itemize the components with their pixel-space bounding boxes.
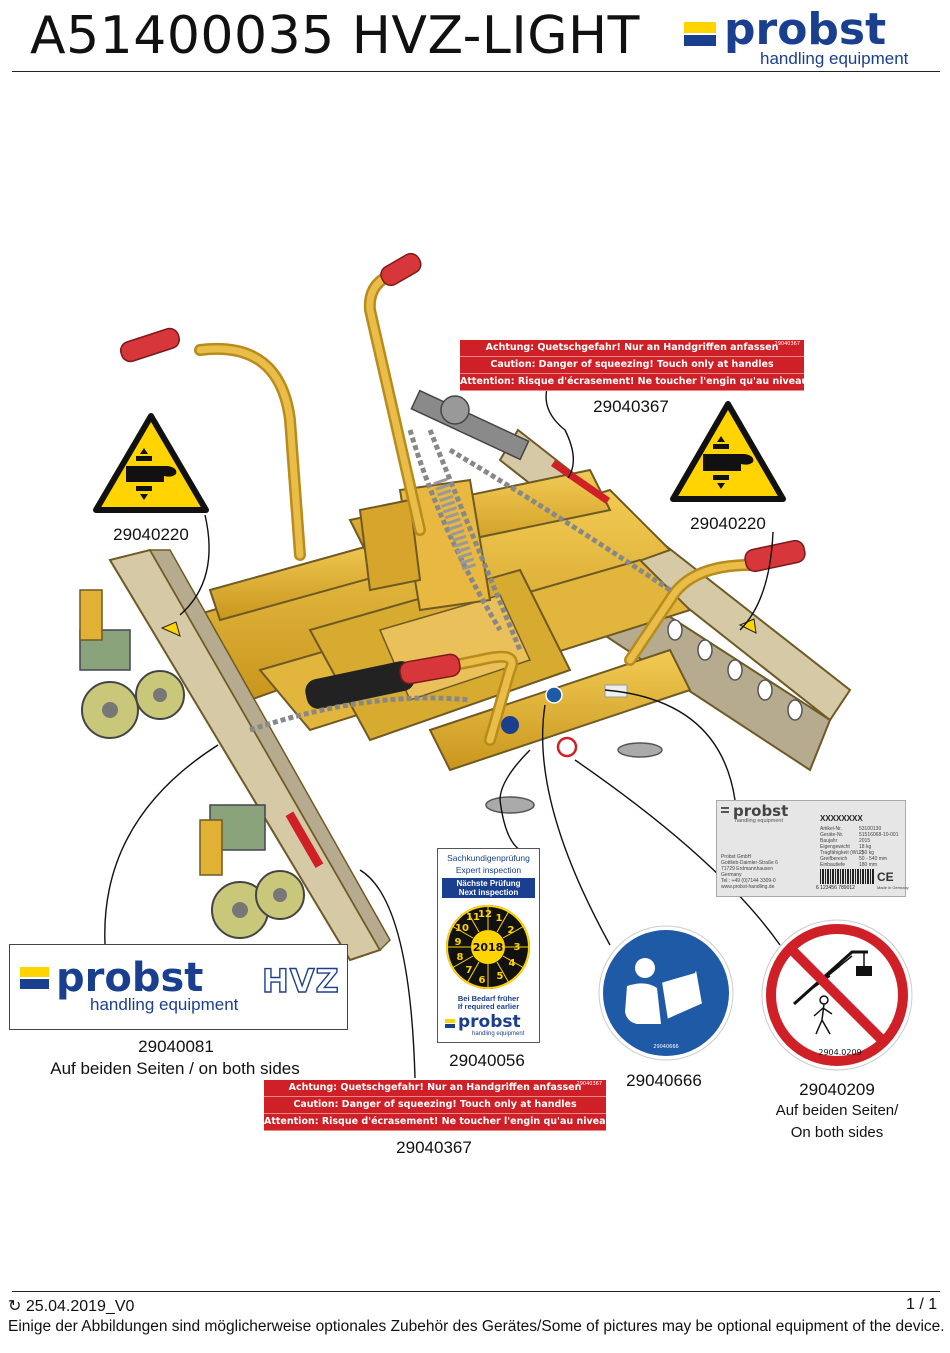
type-plate-value: 51516068-10-001 <box>859 832 899 838</box>
type-plate-serial: XXXXXXXX <box>820 814 863 823</box>
header-divider <box>12 71 940 72</box>
inspection-logo-word: probst <box>458 1012 521 1032</box>
hvz-note: Auf beiden Seiten / on both sides <box>50 1059 300 1078</box>
footer-date: ↻ 25.04.2019_V0 <box>8 1296 134 1316</box>
warning-small-code: 29040367 <box>576 1081 602 1087</box>
warning-line-en: Caution: Danger of squeezing! Touch only… <box>264 1097 606 1114</box>
month-1: 1 <box>496 913 503 924</box>
type-plate-label: Greifbereich <box>820 856 848 862</box>
ce-mark: CE <box>877 870 894 884</box>
squeeze-warning-left-icon <box>93 413 209 513</box>
month-6: 6 <box>479 975 486 986</box>
month-12: 12 <box>478 909 492 920</box>
type-plate-logo: probst <box>733 802 789 820</box>
barcode-digits: 6 123456 789012 <box>816 885 855 891</box>
type-plate-address: Tel.: +49 (0)7144 3309-0 <box>721 878 776 884</box>
read-manual-icon: 29040666 <box>598 925 734 1061</box>
inspection-next-en: Next inspection <box>458 888 519 897</box>
month-3: 3 <box>514 942 521 953</box>
revision-icon: ↻ <box>8 1296 22 1315</box>
barcode-icon <box>820 869 874 884</box>
warning-label-bottom-number: 29040367 <box>396 1138 472 1157</box>
warning-label-top-number: 29040367 <box>593 397 669 416</box>
page-title: A51400035 HVZ-LIGHT <box>30 6 640 66</box>
prohibition-number: 29040209 <box>799 1080 875 1099</box>
type-plate-value: 18 kg <box>859 844 872 850</box>
warning-small-code: 29040367 <box>774 341 800 347</box>
inspection-year: 2018 <box>473 941 504 954</box>
hvz-logo-word: probst <box>56 955 204 1001</box>
inspection-title-de: Sachkundigenprüfung <box>447 853 530 863</box>
made-in: Made in Germany <box>877 885 909 890</box>
type-plate-address: www.probst-handling.de <box>721 884 775 890</box>
type-plate-logo-sub: handling equipment <box>735 818 784 824</box>
warning-line-fr: Attention: Risque d'écrasement! Ne touch… <box>264 1114 606 1131</box>
footer-divider <box>12 1291 940 1292</box>
inspection-title-en: Expert inspection <box>455 865 522 875</box>
type-plate-address: Probst GmbH <box>721 854 752 860</box>
type-plate-label: Einbautiefe <box>820 862 846 868</box>
prohibition-code: 2904.0209 <box>818 1048 861 1057</box>
type-plate-value: 50 - 540 mm <box>859 856 888 862</box>
inspection-number: 29040056 <box>449 1051 525 1070</box>
month-2: 2 <box>508 925 515 936</box>
inspection-next-de: Nächste Prüfung <box>456 879 521 888</box>
probst-logo: probst handling equipment <box>684 8 914 70</box>
month-8: 8 <box>457 952 464 963</box>
prohibition-note-2: On both sides <box>790 1124 884 1141</box>
type-plate: probst handling equipment XXXXXXXX Artik… <box>716 800 909 897</box>
warning-label-top: Achtung: Quetschgefahr! Nur an Handgriff… <box>460 340 804 391</box>
warning-label-bottom: Achtung: Quetschgefahr! Nur an Handgriff… <box>264 1080 606 1131</box>
type-plate-value: 53100130 <box>859 826 882 832</box>
inspection-sticker: Sachkundigenprüfung Expert inspection Nä… <box>437 848 540 1043</box>
squeeze-warning-right-icon <box>670 401 786 502</box>
type-plate-address: Gottlieb-Daimler-Straße 6 <box>721 860 778 866</box>
hvz-logo-subtitle: handling equipment <box>90 995 239 1014</box>
warning-line-de: Achtung: Quetschgefahr! Nur an Handgriff… <box>460 340 804 357</box>
machine-illustration <box>79 252 852 962</box>
month-4: 4 <box>509 958 516 969</box>
warning-line-en: Caution: Danger of squeezing! Touch only… <box>460 357 804 374</box>
month-11: 11 <box>466 912 480 923</box>
manual-icon-code: 29040666 <box>653 1044 678 1050</box>
no-standing-under-load-icon: 2904.0209 <box>761 919 913 1071</box>
hvz-brand: HVZ <box>261 961 340 1000</box>
logo-subtitle: handling equipment <box>760 49 909 68</box>
hvz-number: 29040081 <box>138 1037 214 1056</box>
warning-line-de: Achtung: Quetschgefahr! Nur an Handgriff… <box>264 1080 606 1097</box>
squeeze-left-number: 29040220 <box>113 525 189 544</box>
footer-note: Einige der Abbildungen sind möglicherwei… <box>8 1318 945 1335</box>
logo-word: probst <box>724 4 887 55</box>
month-10: 10 <box>455 923 469 934</box>
inspection-logo-sub: handling equipment <box>472 1031 525 1037</box>
inspection-earlier-en: If required earlier <box>457 1002 520 1011</box>
type-plate-label: Tragfähigkeit (WLL) <box>820 850 864 856</box>
inspection-badge-icon: 1 2 3 4 5 6 7 8 9 10 11 12 2018 <box>446 905 530 989</box>
hvz-sticker: probst handling equipment HVZ <box>9 944 348 1030</box>
squeeze-right-number: 29040220 <box>690 514 766 533</box>
warning-line-fr: Attention: Risque d'écrasement! Ne touch… <box>460 374 804 391</box>
type-plate-value: 250 kg <box>859 850 875 856</box>
type-plate-label: Eigengewicht <box>820 844 850 850</box>
footer-date-text: 25.04.2019_V0 <box>25 1298 135 1315</box>
month-5: 5 <box>497 971 504 982</box>
month-9: 9 <box>455 937 462 948</box>
prohibition-note-1: Auf beiden Seiten/ <box>775 1102 899 1119</box>
type-plate-value: 2015 <box>859 838 871 844</box>
page-number: 1 / 1 <box>906 1296 938 1313</box>
type-plate-label: Artikel-Nr. <box>820 826 842 832</box>
month-7: 7 <box>466 965 473 976</box>
type-plate-address: Germany <box>721 872 742 878</box>
type-plate-label: Baujahr <box>820 838 838 844</box>
type-plate-address: 71729 Erdmannhausen <box>721 866 773 872</box>
type-plate-label: Geräte-Nr. <box>820 832 844 838</box>
manual-number: 29040666 <box>626 1071 702 1090</box>
type-plate-value: 180 mm <box>859 862 878 868</box>
inspection-earlier-de: Bei Bedarf früher <box>457 994 520 1003</box>
